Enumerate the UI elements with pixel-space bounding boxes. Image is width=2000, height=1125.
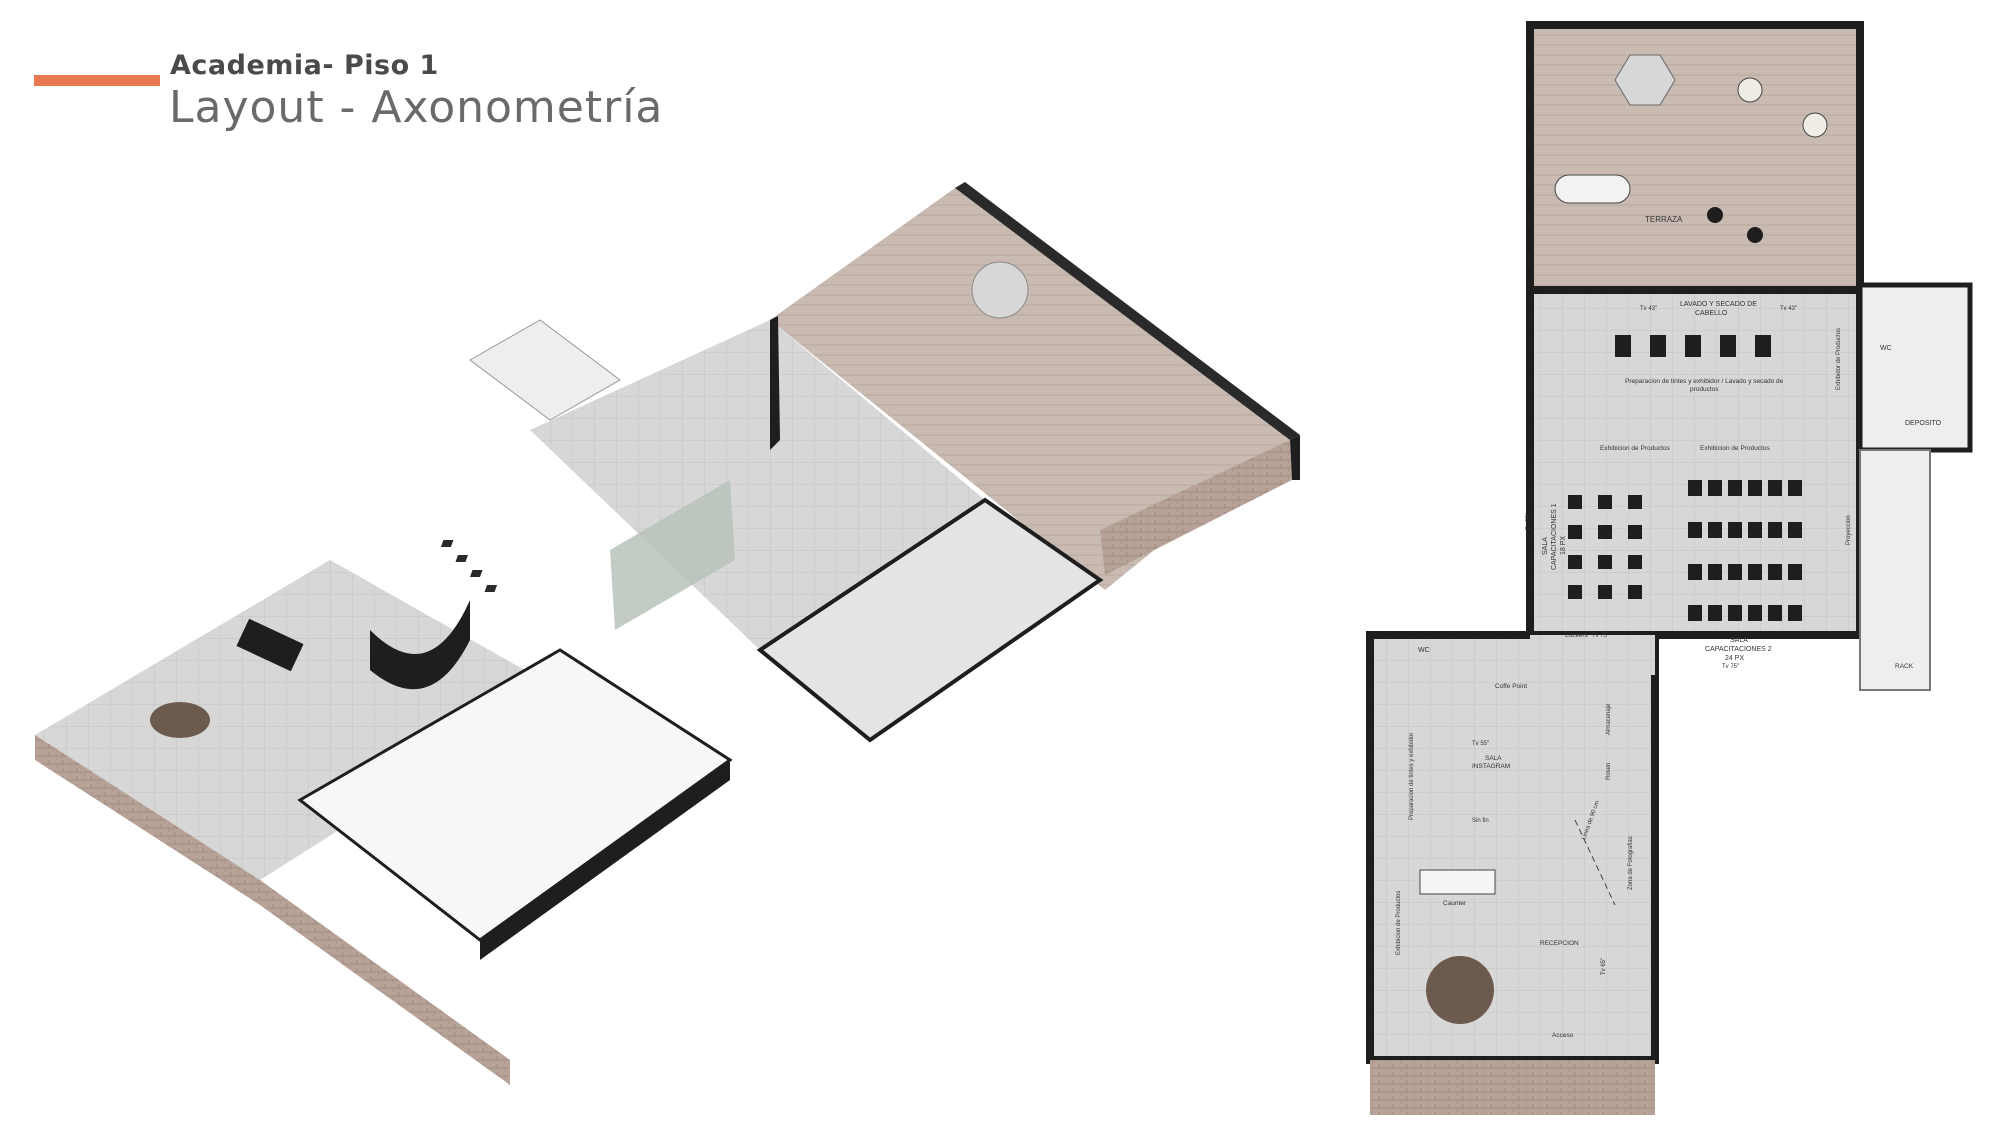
axo-round-rug bbox=[150, 702, 210, 738]
axo-classroom-floor bbox=[530, 320, 985, 650]
axo-front-brick bbox=[35, 735, 260, 905]
axo-terrace-wall bbox=[955, 182, 1300, 440]
axo-reception-desk bbox=[236, 618, 304, 672]
axo-stair bbox=[469, 319, 621, 421]
page-kicker: Academia- Piso 1 bbox=[170, 50, 439, 81]
page-title: Layout - Axonometría bbox=[169, 82, 664, 133]
axo-curved-wall bbox=[370, 600, 470, 690]
accent-bar bbox=[34, 75, 160, 86]
axo-terrace-brick bbox=[1100, 440, 1292, 575]
axo-reception-floor bbox=[35, 560, 560, 880]
axo-umbrella bbox=[971, 261, 1029, 319]
axo-back-wing bbox=[756, 497, 1104, 743]
axo-terrace-floor bbox=[770, 188, 1290, 590]
axo-partition bbox=[610, 480, 735, 630]
